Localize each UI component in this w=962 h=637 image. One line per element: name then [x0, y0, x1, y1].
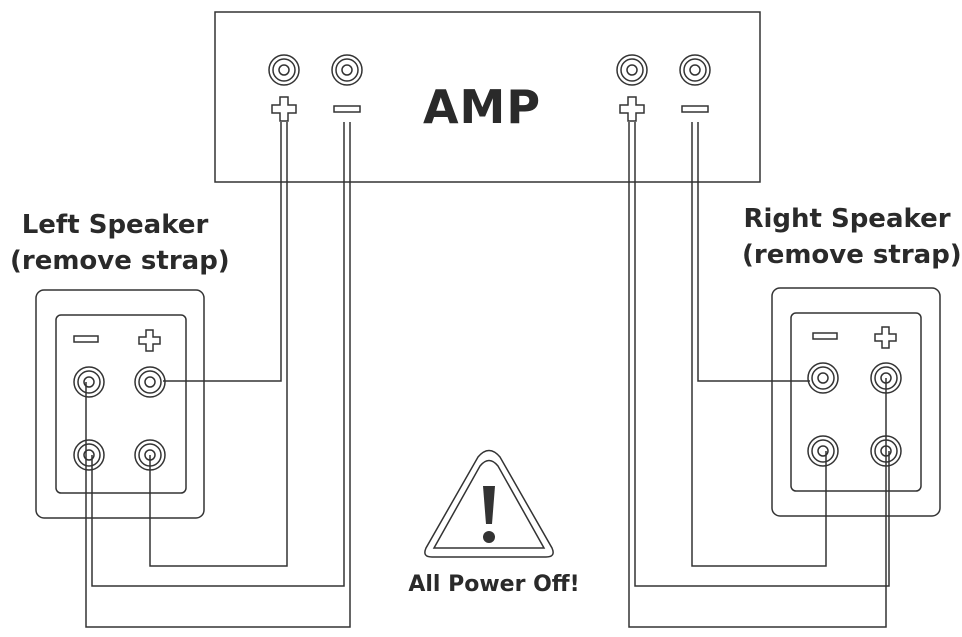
wire-left-2	[149, 122, 288, 567]
amp-terminal-left-plus	[268, 54, 300, 86]
wire-right-4	[697, 122, 810, 382]
amp-terminal-left-minus	[331, 54, 363, 86]
wire-left-3	[91, 122, 345, 587]
left-speaker-subtitle: (remove strap)	[10, 246, 230, 276]
warning-triangle-icon	[424, 449, 554, 558]
left-terminal-top-minus	[73, 366, 105, 398]
wire-right-1	[628, 122, 887, 628]
amp-box	[214, 11, 761, 183]
right-plus-icon	[874, 326, 897, 349]
amp-right-minus-icon	[681, 105, 709, 113]
left-plus-icon	[138, 329, 161, 352]
wire-right-3	[691, 122, 827, 567]
left-speaker-box	[35, 289, 205, 519]
wire-left-4	[85, 122, 351, 628]
amp-terminal-right-minus	[679, 54, 711, 86]
left-minus-icon	[73, 335, 99, 343]
left-speaker-title: Left Speaker	[21, 210, 209, 240]
left-terminal-bottom-minus	[73, 439, 105, 471]
warning-text: All Power Off!	[408, 572, 580, 597]
right-terminal-bottom-minus	[807, 435, 839, 467]
right-speaker-box	[771, 287, 941, 517]
right-terminal-top-minus	[807, 362, 839, 394]
amp-right-plus-icon	[619, 96, 645, 122]
amp-left-minus-icon	[333, 105, 361, 113]
wire-right-2	[634, 122, 890, 587]
amp-label: AMP	[422, 80, 542, 134]
warning-exclamation-icon	[483, 486, 495, 543]
right-speaker-subtitle: (remove strap)	[742, 240, 962, 270]
amp-left-plus-icon	[271, 96, 297, 122]
left-terminal-top-plus	[134, 366, 166, 398]
amp-terminal-right-plus	[616, 54, 648, 86]
wire-left-1	[163, 122, 282, 382]
right-speaker-title: Right Speaker	[743, 204, 951, 234]
right-terminal-plate	[790, 312, 922, 492]
right-minus-icon	[812, 332, 838, 340]
left-terminal-plate	[55, 314, 187, 494]
